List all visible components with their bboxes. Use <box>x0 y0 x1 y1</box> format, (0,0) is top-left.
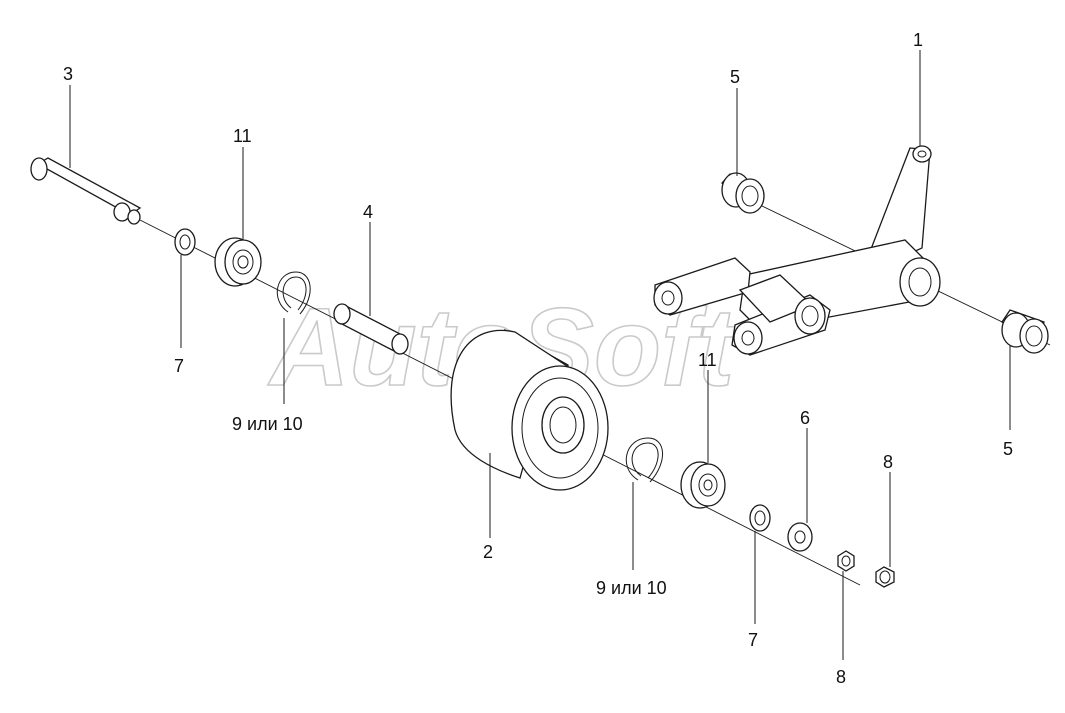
callout-labels: 1 3 5 11 4 7 11 9 или 10 6 5 8 2 9 или 1… <box>63 30 1013 687</box>
callout-9-or-10-left: 9 или 10 <box>232 414 303 434</box>
callout-7-left: 7 <box>174 356 184 376</box>
part-7-washer-left <box>174 228 196 256</box>
callout-1: 1 <box>913 30 923 50</box>
callout-4: 4 <box>363 202 373 222</box>
callout-2: 2 <box>483 542 493 562</box>
part-9-snap-ring-left <box>276 271 311 315</box>
part-8-nut-right <box>875 566 895 588</box>
part-1-lever-bracket <box>653 145 941 356</box>
leader-lines <box>69 50 1011 660</box>
part-7-washer-right <box>749 504 771 532</box>
part-5-bushing-right <box>1001 309 1049 354</box>
part-11-bearing-right <box>680 461 726 509</box>
part-3-shaft <box>30 157 142 225</box>
part-2-roller <box>450 328 609 491</box>
callout-11-right: 11 <box>698 350 717 370</box>
part-6-washer <box>787 522 813 552</box>
callout-5-top: 5 <box>730 67 740 87</box>
callout-8-bottom: 8 <box>836 667 846 687</box>
part-4-sleeve <box>333 303 409 355</box>
part-5-bushing-top <box>721 172 765 214</box>
callout-6: 6 <box>800 408 810 428</box>
callout-11-left: 11 <box>233 126 252 146</box>
callout-9-or-10-right: 9 или 10 <box>596 578 667 598</box>
callout-5-right: 5 <box>1003 439 1013 459</box>
callout-3: 3 <box>63 64 73 84</box>
part-11-bearing-left <box>214 237 262 287</box>
part-9-snap-ring-right <box>625 437 663 483</box>
callout-7-right: 7 <box>748 630 758 650</box>
callout-8-top: 8 <box>883 452 893 472</box>
part-8-nut-left <box>837 550 855 572</box>
